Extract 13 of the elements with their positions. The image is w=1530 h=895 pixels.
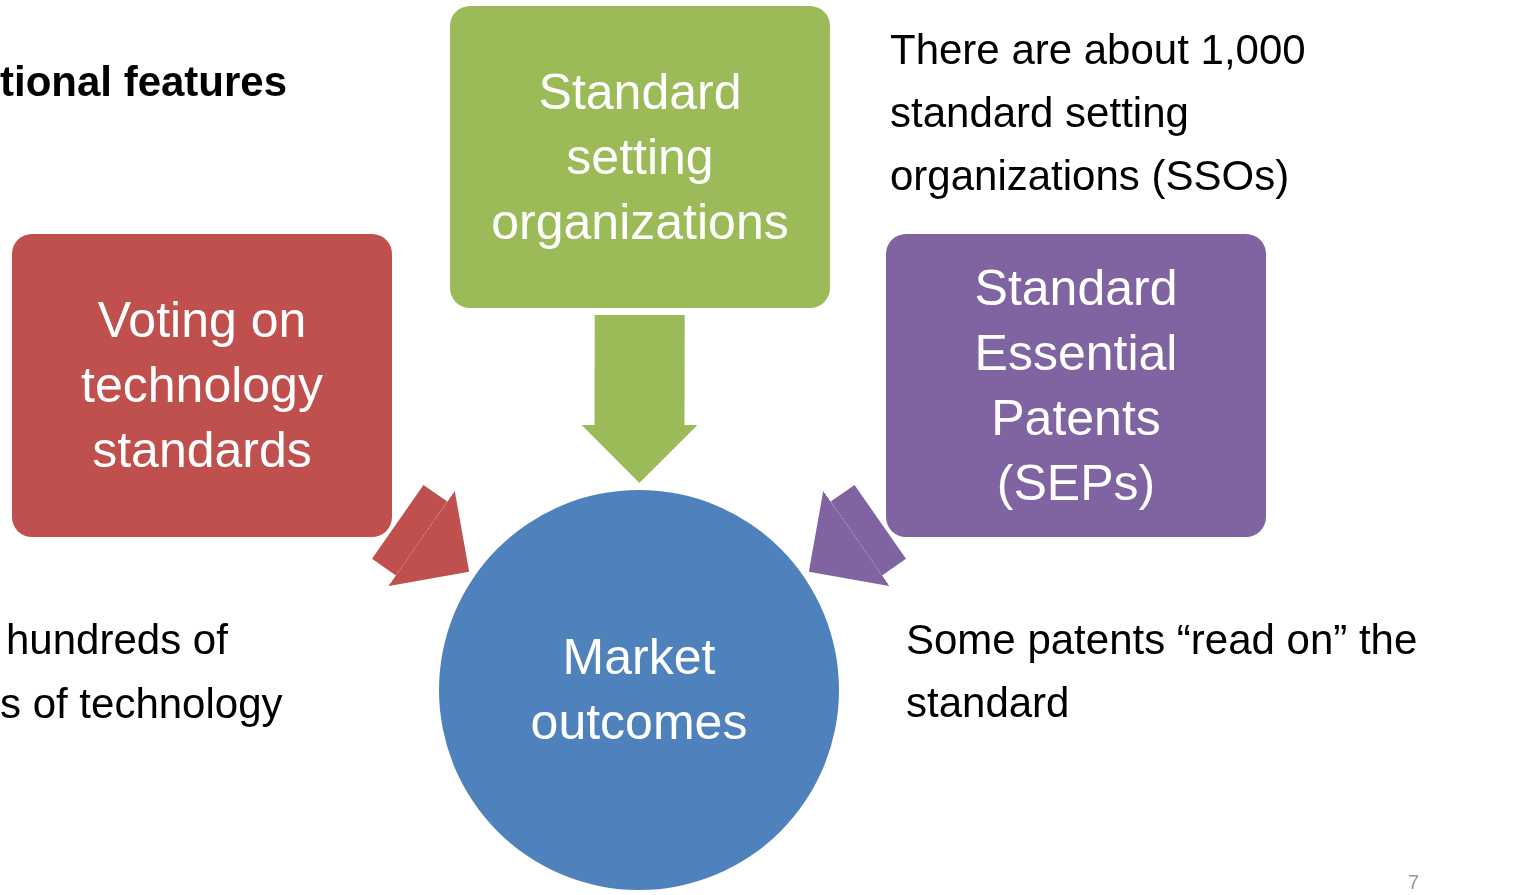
process-box: Standard Essential Patents (SEPs)	[886, 234, 1266, 537]
note-text: hundreds of	[6, 615, 229, 665]
process-box: Standard setting organizations	[450, 6, 830, 308]
block-arrow	[372, 484, 470, 587]
note-text: There are about 1,000 standard setting organizations (SSOs)	[890, 25, 1307, 201]
process-box: Voting on technology standards	[12, 234, 392, 537]
note-text: Some patents “read on” the standard	[906, 615, 1419, 728]
note-text: s of technology	[0, 679, 284, 729]
block-arrow	[808, 484, 906, 587]
heading-text: tional features	[0, 57, 289, 107]
page-number: 7	[1408, 872, 1421, 892]
block-arrow	[581, 315, 698, 483]
outcome-circle: Market outcomes	[439, 490, 839, 890]
